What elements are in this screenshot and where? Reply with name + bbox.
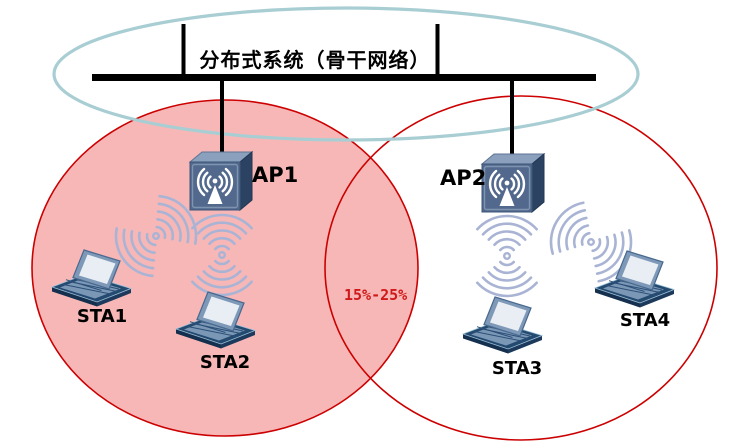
backbone-label: 分布式系统（骨干网络） — [199, 48, 431, 72]
backbone-bus — [92, 24, 596, 171]
wireless-link-ap2-sta3 — [475, 214, 539, 298]
radio-waves-icon — [475, 214, 539, 298]
sta3-laptop laptop-icon — [462, 296, 543, 355]
ap2-label: AP2 — [440, 166, 487, 190]
overlap-percentage-label: 15%-25% — [344, 286, 408, 304]
ap1-device wireless-access-point-icon — [188, 150, 254, 212]
sta3-label: STA3 — [491, 358, 543, 379]
sta4-label: STA4 — [619, 310, 671, 331]
backbone-ellipse — [52, 6, 640, 142]
ap1-uplink-line — [220, 81, 224, 163]
sta1-label: STA1 — [76, 306, 128, 327]
bus-stub-left — [181, 24, 186, 74]
ap2-device wireless-access-point-icon — [480, 152, 546, 214]
ap1-label: AP1 — [252, 163, 299, 187]
ap1-coverage-circle — [31, 99, 419, 437]
ap2-coverage-circle — [324, 95, 718, 441]
sta2-label: STA2 — [199, 352, 251, 373]
ap2-uplink-line — [510, 81, 514, 171]
bus-stub-right — [435, 24, 440, 74]
bus-line — [92, 74, 596, 81]
